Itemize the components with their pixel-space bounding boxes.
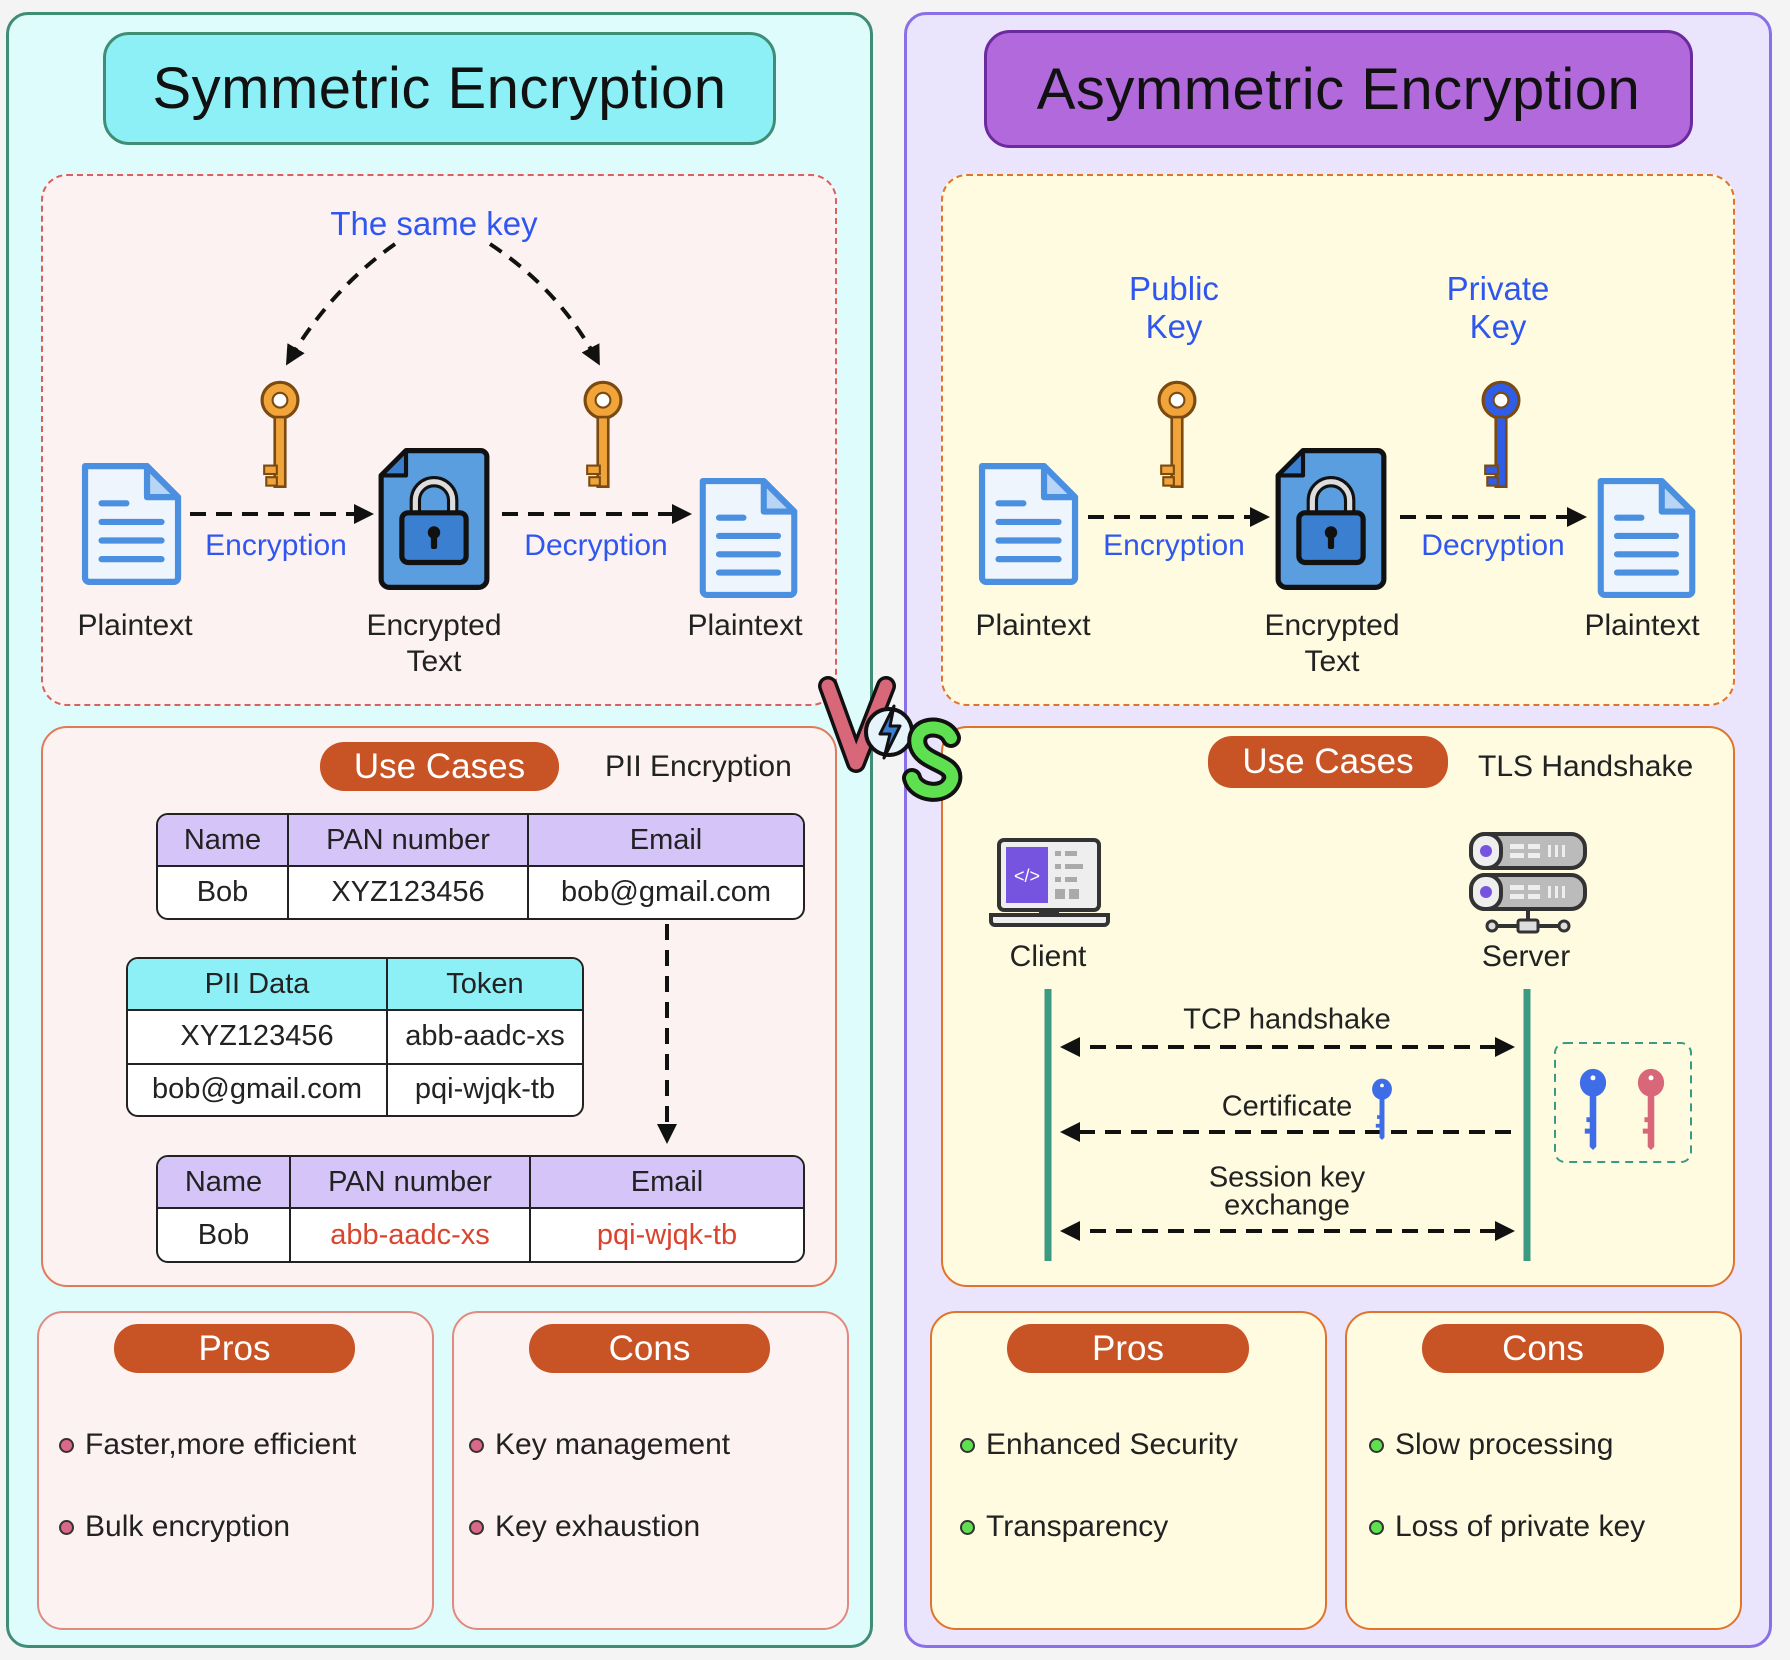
table-cell: XYZ123456: [289, 867, 529, 918]
encryption-label: Encryption: [1103, 528, 1245, 562]
client-label: Client: [1009, 939, 1087, 973]
same-key-arrow-right: [488, 242, 600, 366]
asymmetric-title: Asymmetric Encryption: [984, 30, 1693, 148]
public-key-icon: [1369, 1078, 1395, 1140]
pros-item: Bulk encryption: [59, 1510, 290, 1544]
table-header: Email: [531, 1157, 803, 1209]
certificate-label: Certificate: [1221, 1090, 1353, 1123]
cons-item-text: Key exhaustion: [495, 1510, 701, 1543]
private-key-label-line1: Private: [1446, 270, 1550, 308]
tokenized-cell: abb-aadc-xs: [291, 1209, 531, 1261]
cons-badge: Cons: [529, 1324, 770, 1373]
asymmetric-diagram-box: [941, 174, 1735, 706]
table-header: Token: [388, 959, 582, 1011]
use-case-subtitle: PII Encryption: [605, 750, 792, 783]
plaintext-label: Plaintext: [687, 608, 803, 642]
public-key-label-line1: Public: [1129, 270, 1219, 308]
pros-item: Faster,more efficient: [59, 1428, 356, 1462]
pros-badge: Pros: [1007, 1324, 1249, 1373]
table-row: XYZ123456 abb-aadc-xs: [128, 1011, 582, 1065]
table-cell: XYZ123456: [128, 1011, 388, 1065]
encrypted-text-label-line1: Encrypted: [1264, 608, 1400, 642]
pros-item-text: Faster,more efficient: [85, 1428, 357, 1461]
bullet-icon: [59, 1519, 74, 1535]
pros-item-text: Transparency: [986, 1510, 1169, 1543]
public-key-icon: [1575, 1068, 1611, 1150]
svg-text:</>: </>: [1014, 866, 1040, 886]
table-header: PII Data: [128, 959, 388, 1011]
bullet-icon: [469, 1437, 484, 1453]
symmetric-title: Symmetric Encryption: [103, 32, 776, 145]
cons-item-text: Slow processing: [1395, 1428, 1614, 1461]
key-pair-box: [1554, 1042, 1692, 1163]
server-label: Server: [1481, 939, 1571, 973]
public-key-label-line2: Key: [1145, 308, 1203, 346]
table-cell: abb-aadc-xs: [388, 1011, 582, 1065]
table-row: bob@gmail.com pqi-wjqk-tb: [128, 1064, 582, 1115]
plaintext-label: Plaintext: [77, 608, 193, 642]
pros-item: Enhanced Security: [960, 1428, 1238, 1462]
tcp-handshake-label: TCP handshake: [1183, 1003, 1391, 1036]
same-key-label: The same key: [330, 205, 538, 243]
table-cell: pqi-wjqk-tb: [414, 1073, 556, 1106]
server-icon: [1469, 832, 1587, 934]
table-cell: Bob: [158, 1209, 291, 1261]
cons-badge: Cons: [1422, 1324, 1664, 1373]
tokenized-data-table: Name PAN number Email Bob abb-aadc-xs pq…: [156, 1155, 805, 1263]
client-laptop-icon: </>: [989, 838, 1110, 927]
encrypted-text-label-line2: Text: [1304, 644, 1360, 678]
bullet-icon: [960, 1437, 975, 1453]
table-header: PAN number: [291, 1157, 531, 1209]
cons-item: Key management: [469, 1428, 730, 1462]
cons-item-text: Loss of private key: [1395, 1510, 1646, 1543]
vs-badge-icon: VS: [818, 676, 963, 802]
decryption-label: Decryption: [524, 528, 668, 562]
cons-item: Key exhaustion: [469, 1510, 700, 1544]
use-cases-badge: Use Cases: [320, 742, 559, 791]
same-key-arrow-left: [285, 242, 397, 366]
symmetric-diagram-box: [41, 174, 837, 706]
bullet-icon: [469, 1519, 484, 1535]
cons-item-text: Key management: [495, 1428, 731, 1461]
encrypted-text-label-line2: Text: [406, 644, 462, 678]
table-cell: bob@gmail.com: [561, 876, 771, 908]
table-header: Name: [158, 815, 289, 867]
tokenized-cell: pqi-wjqk-tb: [596, 1218, 738, 1251]
session-key-label-line2: exchange: [1224, 1189, 1350, 1222]
plaintext-label: Plaintext: [975, 608, 1091, 642]
use-cases-badge: Use Cases: [1208, 736, 1448, 788]
bullet-icon: [960, 1519, 975, 1535]
session-key-label-line1: Session key: [1208, 1161, 1366, 1194]
table-header: Name: [158, 1157, 291, 1209]
pros-item-text: Enhanced Security: [986, 1428, 1238, 1461]
encrypted-text-label-line1: Encrypted: [366, 608, 502, 642]
token-mapping-table: PII Data Token XYZ123456 abb-aadc-xs bob…: [126, 957, 584, 1117]
original-data-table: Name PAN number Email Bob XYZ123456 bob@…: [156, 813, 805, 920]
bullet-icon: [1369, 1519, 1384, 1535]
private-key-icon: [1633, 1068, 1669, 1150]
table-header: Email: [529, 815, 803, 867]
decryption-label: Decryption: [1421, 528, 1565, 562]
table-cell: bob@gmail.com: [128, 1064, 388, 1115]
use-case-subtitle: TLS Handshake: [1478, 750, 1694, 783]
bullet-icon: [59, 1437, 74, 1453]
table-cell: Bob: [158, 867, 289, 918]
bullet-icon: [1369, 1437, 1384, 1453]
pros-item: Transparency: [960, 1510, 1168, 1544]
private-key-label-line2: Key: [1469, 308, 1527, 346]
pros-item-text: Bulk encryption: [85, 1510, 291, 1543]
asymmetric-cons-box: [1345, 1311, 1742, 1630]
plaintext-label: Plaintext: [1584, 608, 1700, 642]
cons-item: Loss of private key: [1369, 1510, 1645, 1544]
pros-badge: Pros: [114, 1324, 355, 1373]
encryption-label: Encryption: [205, 528, 347, 562]
cons-item: Slow processing: [1369, 1428, 1613, 1462]
table-row: Bob XYZ123456 bob@gmail.com: [158, 867, 803, 918]
asymmetric-use-cases-box: [941, 726, 1735, 1287]
table-row: Bob abb-aadc-xs pqi-wjqk-tb: [158, 1209, 803, 1261]
table-header: PAN number: [289, 815, 529, 867]
